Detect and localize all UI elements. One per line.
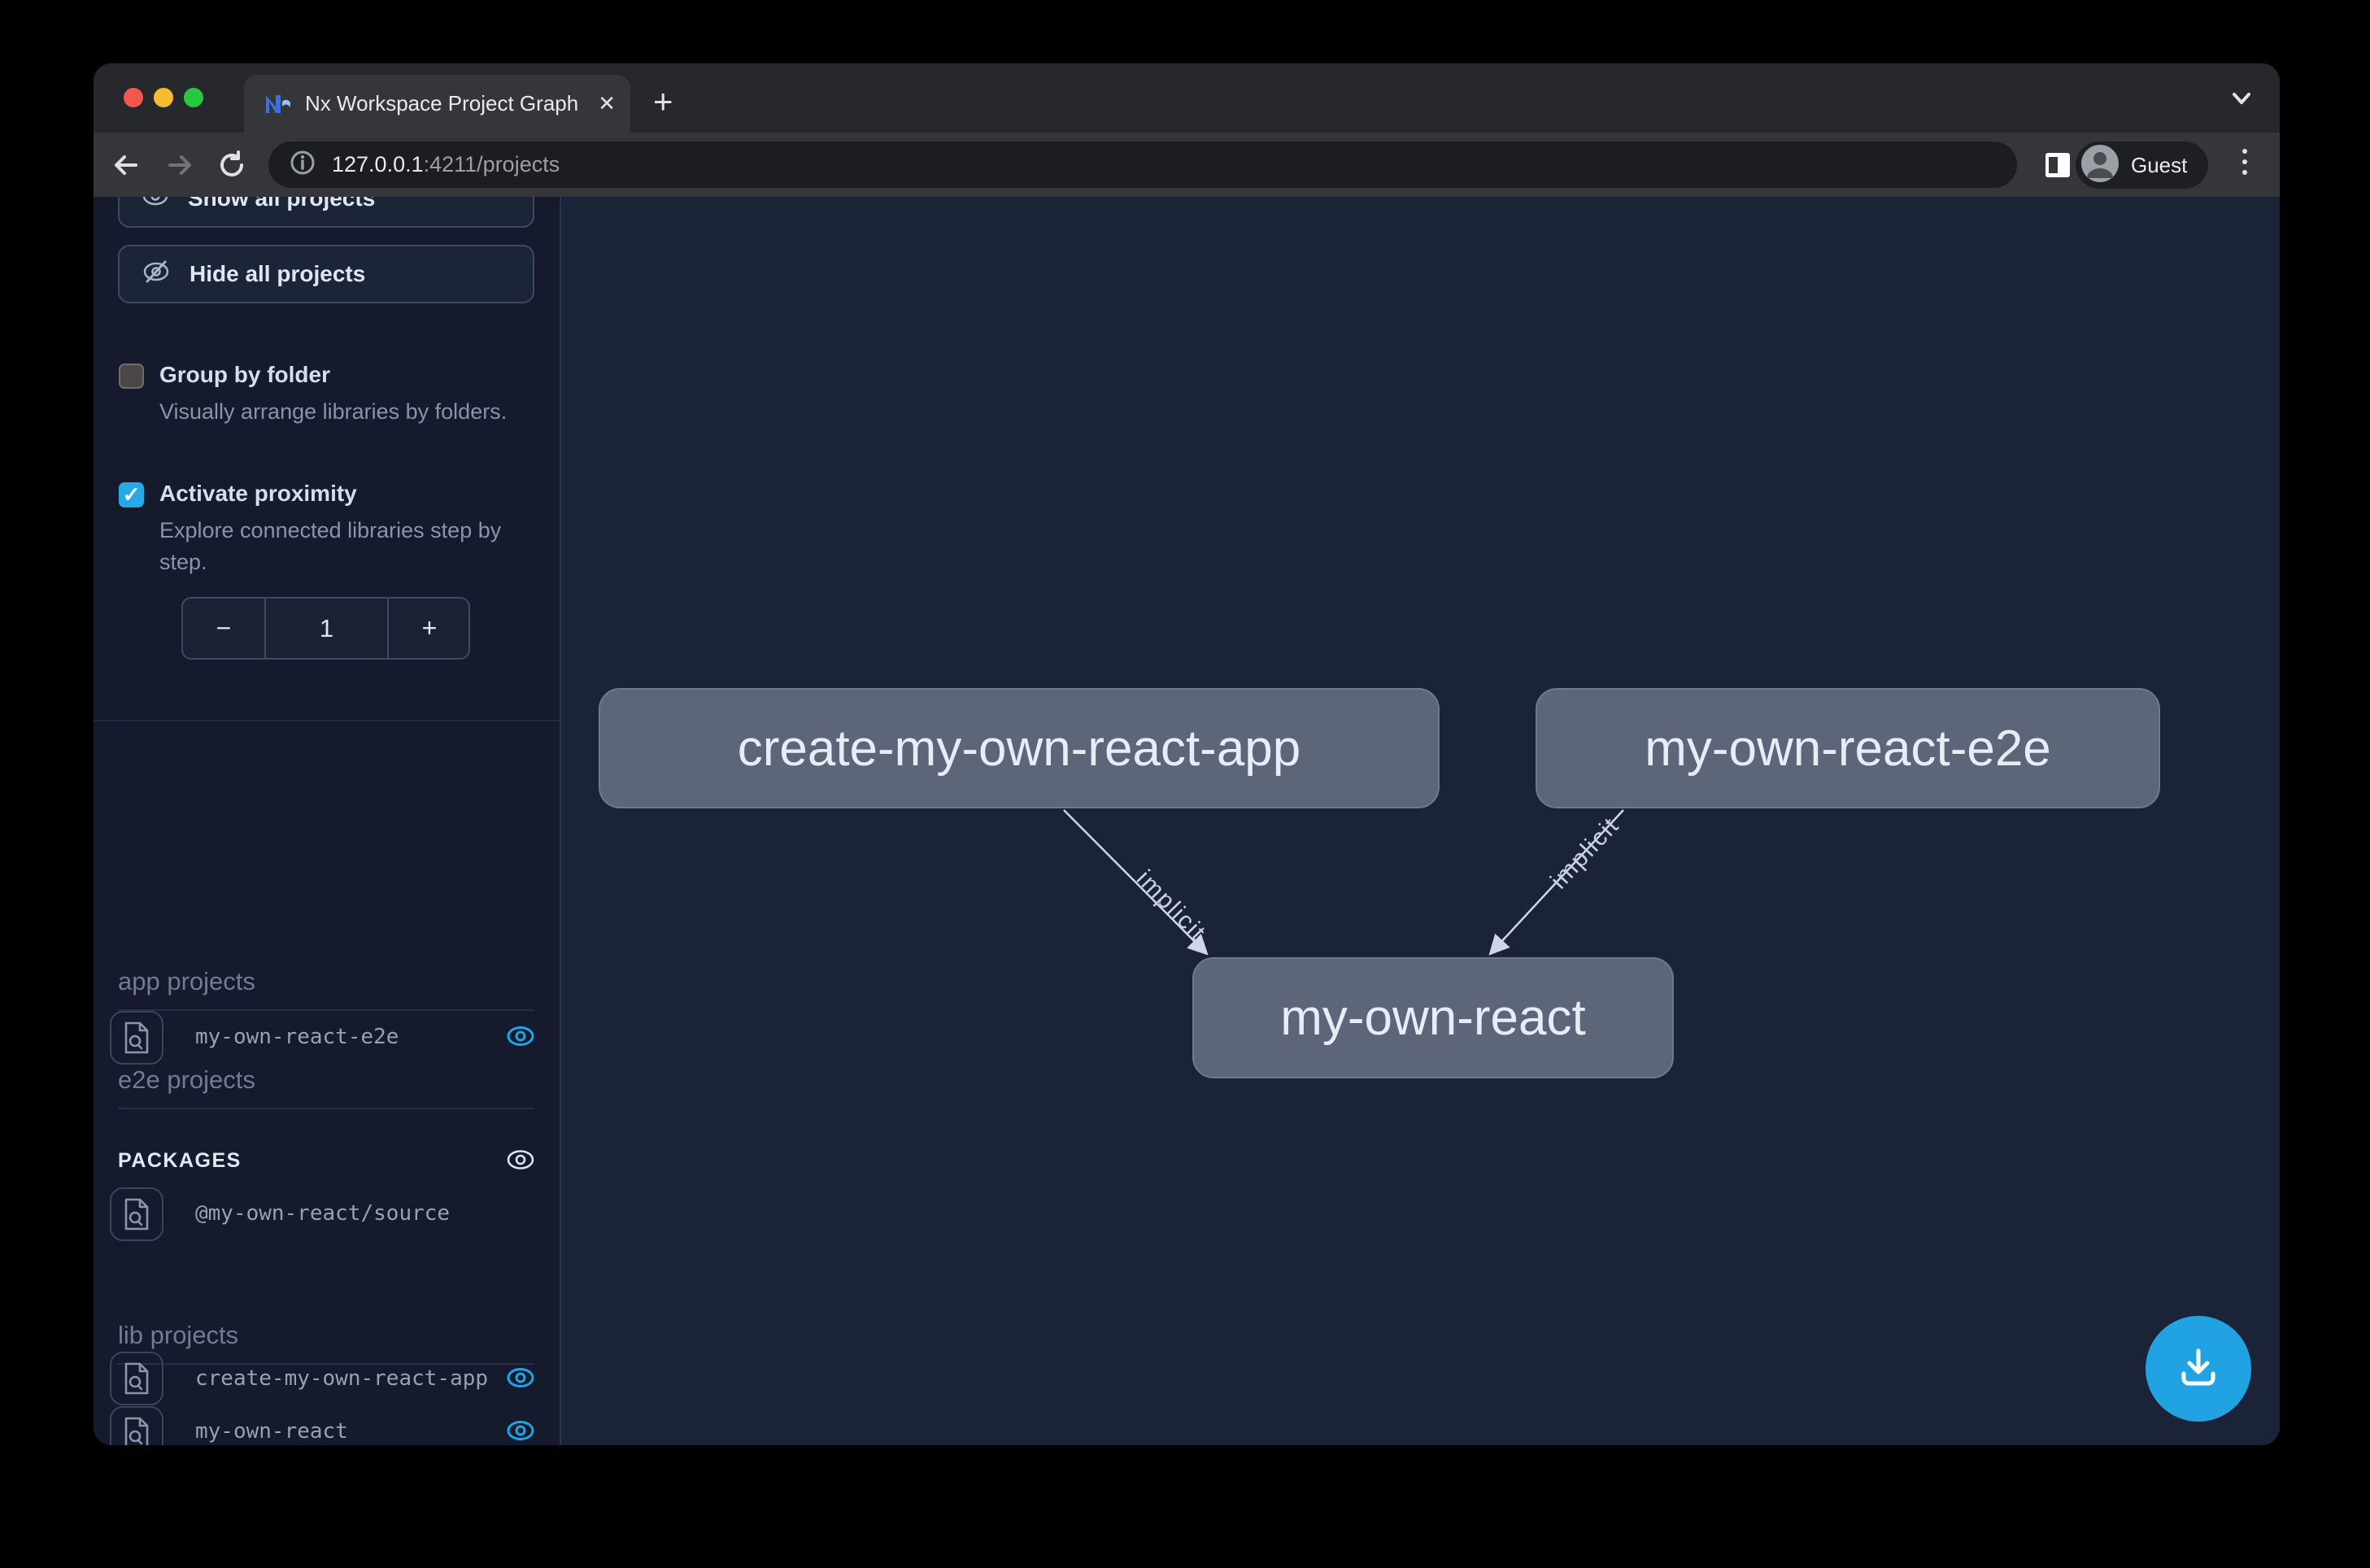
minimize-window-button[interactable]	[154, 88, 173, 107]
browser-window: Nx Workspace Project Graph ✕ +	[94, 63, 2280, 1445]
app-projects-heading: app projects	[118, 967, 534, 1011]
url-bar[interactable]: 127.0.0.1:4211/projects	[268, 142, 2017, 188]
new-tab-button[interactable]: +	[653, 82, 673, 120]
browser-tab[interactable]: Nx Workspace Project Graph ✕	[244, 75, 630, 133]
tab-search-chevron-icon[interactable]	[2228, 88, 2255, 113]
decrement-button[interactable]: −	[216, 613, 232, 642]
tab-bar: Nx Workspace Project Graph ✕ +	[94, 63, 2280, 133]
hide-all-projects-button[interactable]: Hide all projects	[118, 245, 534, 303]
sidebar-divider	[94, 720, 560, 721]
group-by-folder-description: Visually arrange libraries by folders.	[159, 399, 508, 424]
close-window-button[interactable]	[124, 88, 143, 107]
proximity-depth-stepper: − 1 +	[181, 597, 470, 660]
zoom-window-button[interactable]	[184, 88, 203, 107]
e2e-projects-heading: e2e projects	[118, 1065, 534, 1109]
packages-e2e-toggle-eye-icon[interactable]	[504, 1143, 537, 1180]
edge-line	[1488, 809, 1624, 956]
browser-menu-icon[interactable]	[2242, 149, 2247, 175]
proximity-depth-value: 1	[264, 599, 389, 658]
graph-node-my-own-react-e2e[interactable]: my-own-react-e2e	[1536, 688, 2160, 808]
avatar	[2080, 144, 2119, 187]
activate-proximity-option: ✓ Activate proximity Explore connected l…	[119, 481, 535, 578]
edge-line	[1063, 809, 1209, 956]
eye-off-icon	[141, 256, 172, 293]
url-path: :4211/projects	[423, 152, 560, 176]
url-text: 127.0.0.1:4211/projects	[332, 152, 560, 177]
eye-icon	[141, 197, 170, 216]
project-visibility-eye-icon[interactable]	[504, 1361, 537, 1398]
forward-icon[interactable]	[165, 150, 194, 180]
project-name: @my-own-react/source	[195, 1201, 451, 1226]
profile-chip[interactable]: Guest	[2076, 142, 2209, 189]
profile-name: Guest	[2131, 152, 2188, 177]
show-all-projects-button[interactable]: Show all projects	[118, 197, 534, 228]
show-all-projects-label: Show all projects	[188, 197, 376, 211]
group-by-folder-checkbox[interactable]	[119, 364, 144, 389]
graph-node-create-my-own-react-app[interactable]: create-my-own-react-app	[599, 688, 1440, 808]
group-by-folder-option: Group by folder Visually arrange librari…	[119, 362, 535, 428]
side-panel-icon[interactable]	[2045, 153, 2070, 177]
tab-title: Nx Workspace Project Graph	[305, 91, 579, 115]
focus-project-icon[interactable]	[110, 1406, 163, 1445]
reload-icon[interactable]	[217, 150, 246, 180]
group-by-folder-label: Group by folder	[159, 362, 330, 387]
graph-node-my-own-react[interactable]: my-own-react	[1192, 957, 1674, 1078]
project-visibility-eye-icon[interactable]	[504, 1020, 537, 1056]
packages-e2e-heading: PACKAGES	[118, 1149, 242, 1172]
browser-toolbar: 127.0.0.1:4211/projects Guest	[94, 133, 2280, 197]
sidebar: Show all projects Hide all projects Gr	[94, 197, 561, 1445]
nx-logo-icon	[264, 90, 292, 118]
edge-label: implicit	[1131, 865, 1212, 947]
focus-project-icon[interactable]	[110, 1011, 163, 1065]
download-icon	[2172, 1341, 2224, 1397]
project-name: create-my-own-react-app	[195, 1366, 489, 1391]
focus-project-icon[interactable]	[110, 1187, 163, 1241]
graph-edges: implicit implicit	[1063, 809, 1625, 956]
project-name: my-own-react	[195, 1419, 348, 1444]
page-content: Show all projects Hide all projects Gr	[94, 197, 2280, 1445]
close-tab-icon[interactable]: ✕	[598, 91, 616, 115]
activate-proximity-description: Explore connected libraries step by step…	[159, 518, 502, 574]
increment-button[interactable]: +	[421, 613, 438, 642]
back-icon[interactable]	[111, 150, 141, 180]
project-graph-canvas[interactable]: implicit implicit create-my-own-react-ap…	[561, 197, 2280, 1445]
project-visibility-eye-icon[interactable]	[504, 1414, 537, 1445]
edge-label: implicit	[1545, 812, 1625, 894]
activate-proximity-checkbox[interactable]: ✓	[119, 482, 144, 507]
focus-project-icon[interactable]	[110, 1352, 163, 1405]
url-host: 127.0.0.1	[332, 152, 424, 176]
project-name: my-own-react-e2e	[195, 1025, 399, 1049]
download-graph-button[interactable]	[2146, 1316, 2251, 1422]
site-info-icon[interactable]	[290, 150, 316, 180]
hide-all-projects-label: Hide all projects	[190, 261, 366, 286]
activate-proximity-label: Activate proximity	[159, 481, 357, 506]
lib-projects-heading: lib projects	[118, 1321, 534, 1365]
